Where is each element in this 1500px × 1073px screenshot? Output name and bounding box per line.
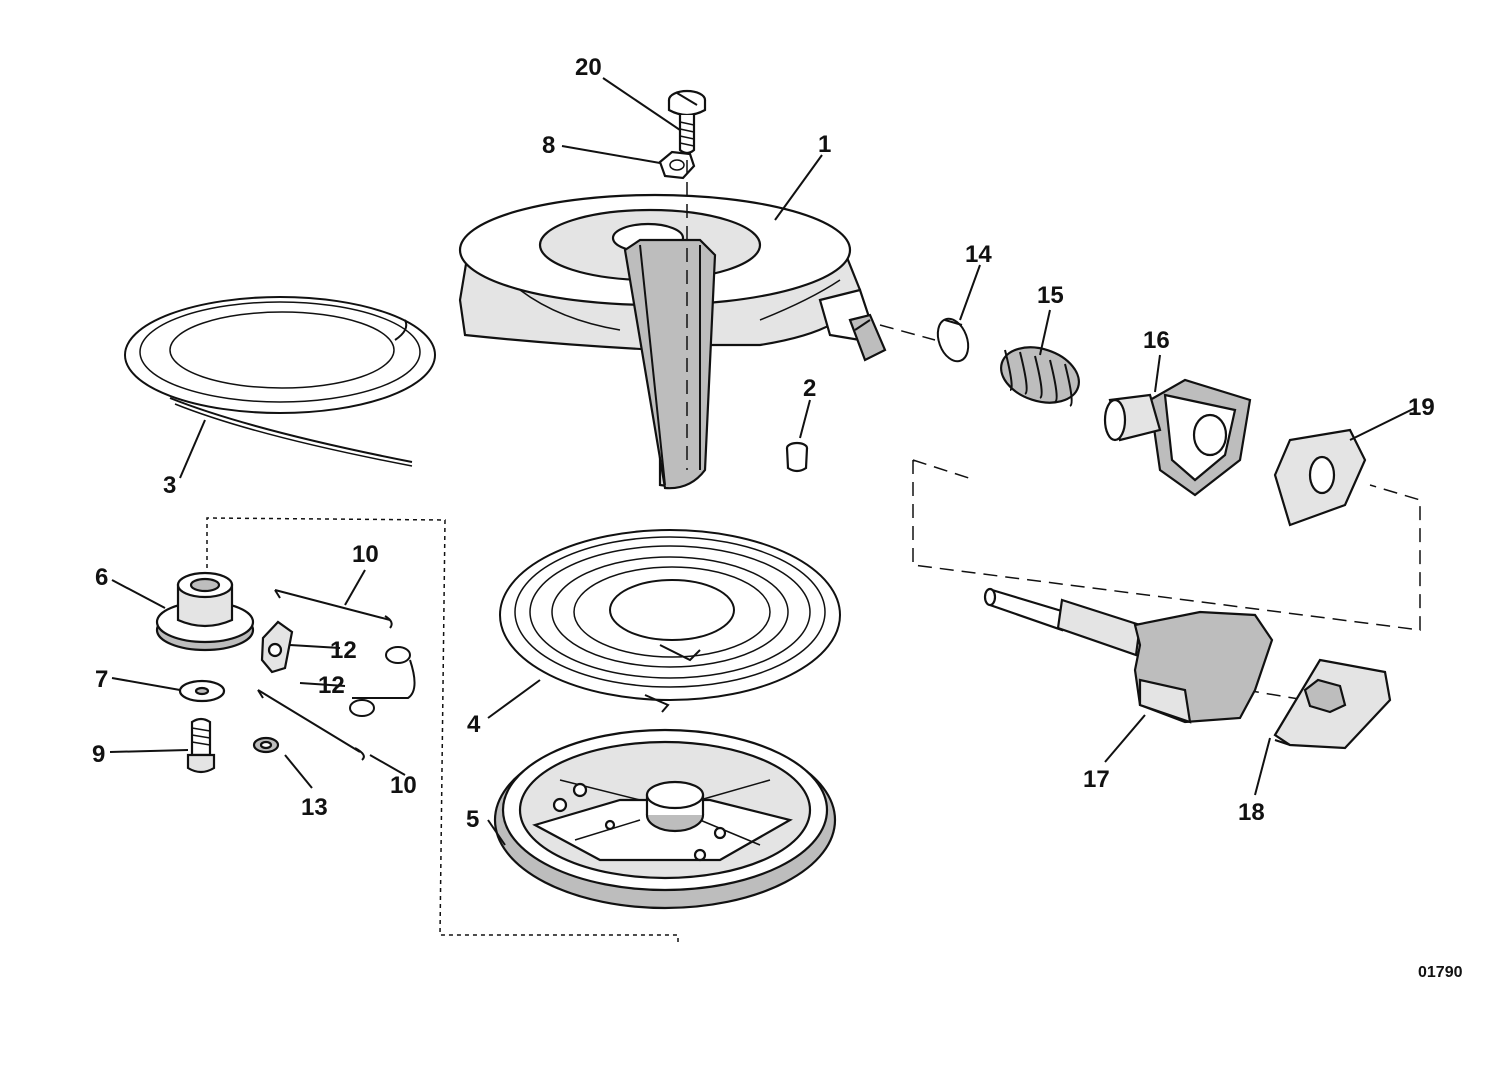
part-19-insert <box>1273 428 1367 527</box>
callout-7: 7 <box>95 666 108 693</box>
part-16-handle-retainer <box>1103 378 1252 497</box>
callout-8: 8 <box>542 132 555 159</box>
callout-19: 19 <box>1408 394 1435 421</box>
part-12-spring-clip <box>349 646 416 717</box>
callout-12: 12 <box>318 672 345 699</box>
part-3-starter-rope <box>124 296 436 467</box>
callout-14: 14 <box>965 241 992 268</box>
callout-labels: 20 8 1 14 15 16 19 2 3 10 6 12 12 7 4 9 … <box>92 54 1463 981</box>
callout-20: 20 <box>575 54 602 81</box>
callout-10-lower: 10 <box>390 772 417 799</box>
callout-1: 1 <box>818 131 831 158</box>
callout-10-upper: 10 <box>352 541 379 568</box>
figure-id: 01790 <box>1418 964 1463 981</box>
part-7-washer <box>178 679 226 703</box>
part-5-pulley <box>493 728 837 910</box>
part-13-lock-washer <box>252 736 280 754</box>
part-10-link-lower <box>257 689 365 761</box>
part-9-bolt <box>186 717 216 774</box>
callout-4: 4 <box>467 711 481 738</box>
kit-boundary-box <box>206 517 679 945</box>
callout-5: 5 <box>466 806 479 833</box>
callout-2: 2 <box>803 375 816 402</box>
callout-11: 12 <box>330 637 357 664</box>
part-17-starter-handle <box>983 587 1274 724</box>
part-14-clip-ring <box>936 317 970 363</box>
part-10-link-upper <box>274 589 393 629</box>
part-8-nut <box>658 150 696 180</box>
part-18-rope-anchor <box>1273 658 1392 750</box>
part-1-starter-housing <box>458 193 887 490</box>
part-11-pawl <box>260 620 294 674</box>
callout-3: 3 <box>163 472 176 499</box>
part-15-compression-spring <box>1000 346 1080 407</box>
callout-13: 13 <box>301 794 328 821</box>
handle-axis-line <box>879 324 936 341</box>
callout-18: 18 <box>1238 799 1265 826</box>
part-20-screw <box>667 89 707 155</box>
callout-16: 16 <box>1143 327 1170 354</box>
part-2-pin <box>785 441 809 473</box>
part-4-rewind-spring <box>499 529 841 713</box>
leader-lines <box>109 77 1416 846</box>
callout-15: 15 <box>1037 282 1064 309</box>
callout-6: 6 <box>95 564 108 591</box>
callout-9: 9 <box>92 741 105 768</box>
part-6-bushing <box>155 571 255 652</box>
callout-17: 17 <box>1083 766 1110 793</box>
